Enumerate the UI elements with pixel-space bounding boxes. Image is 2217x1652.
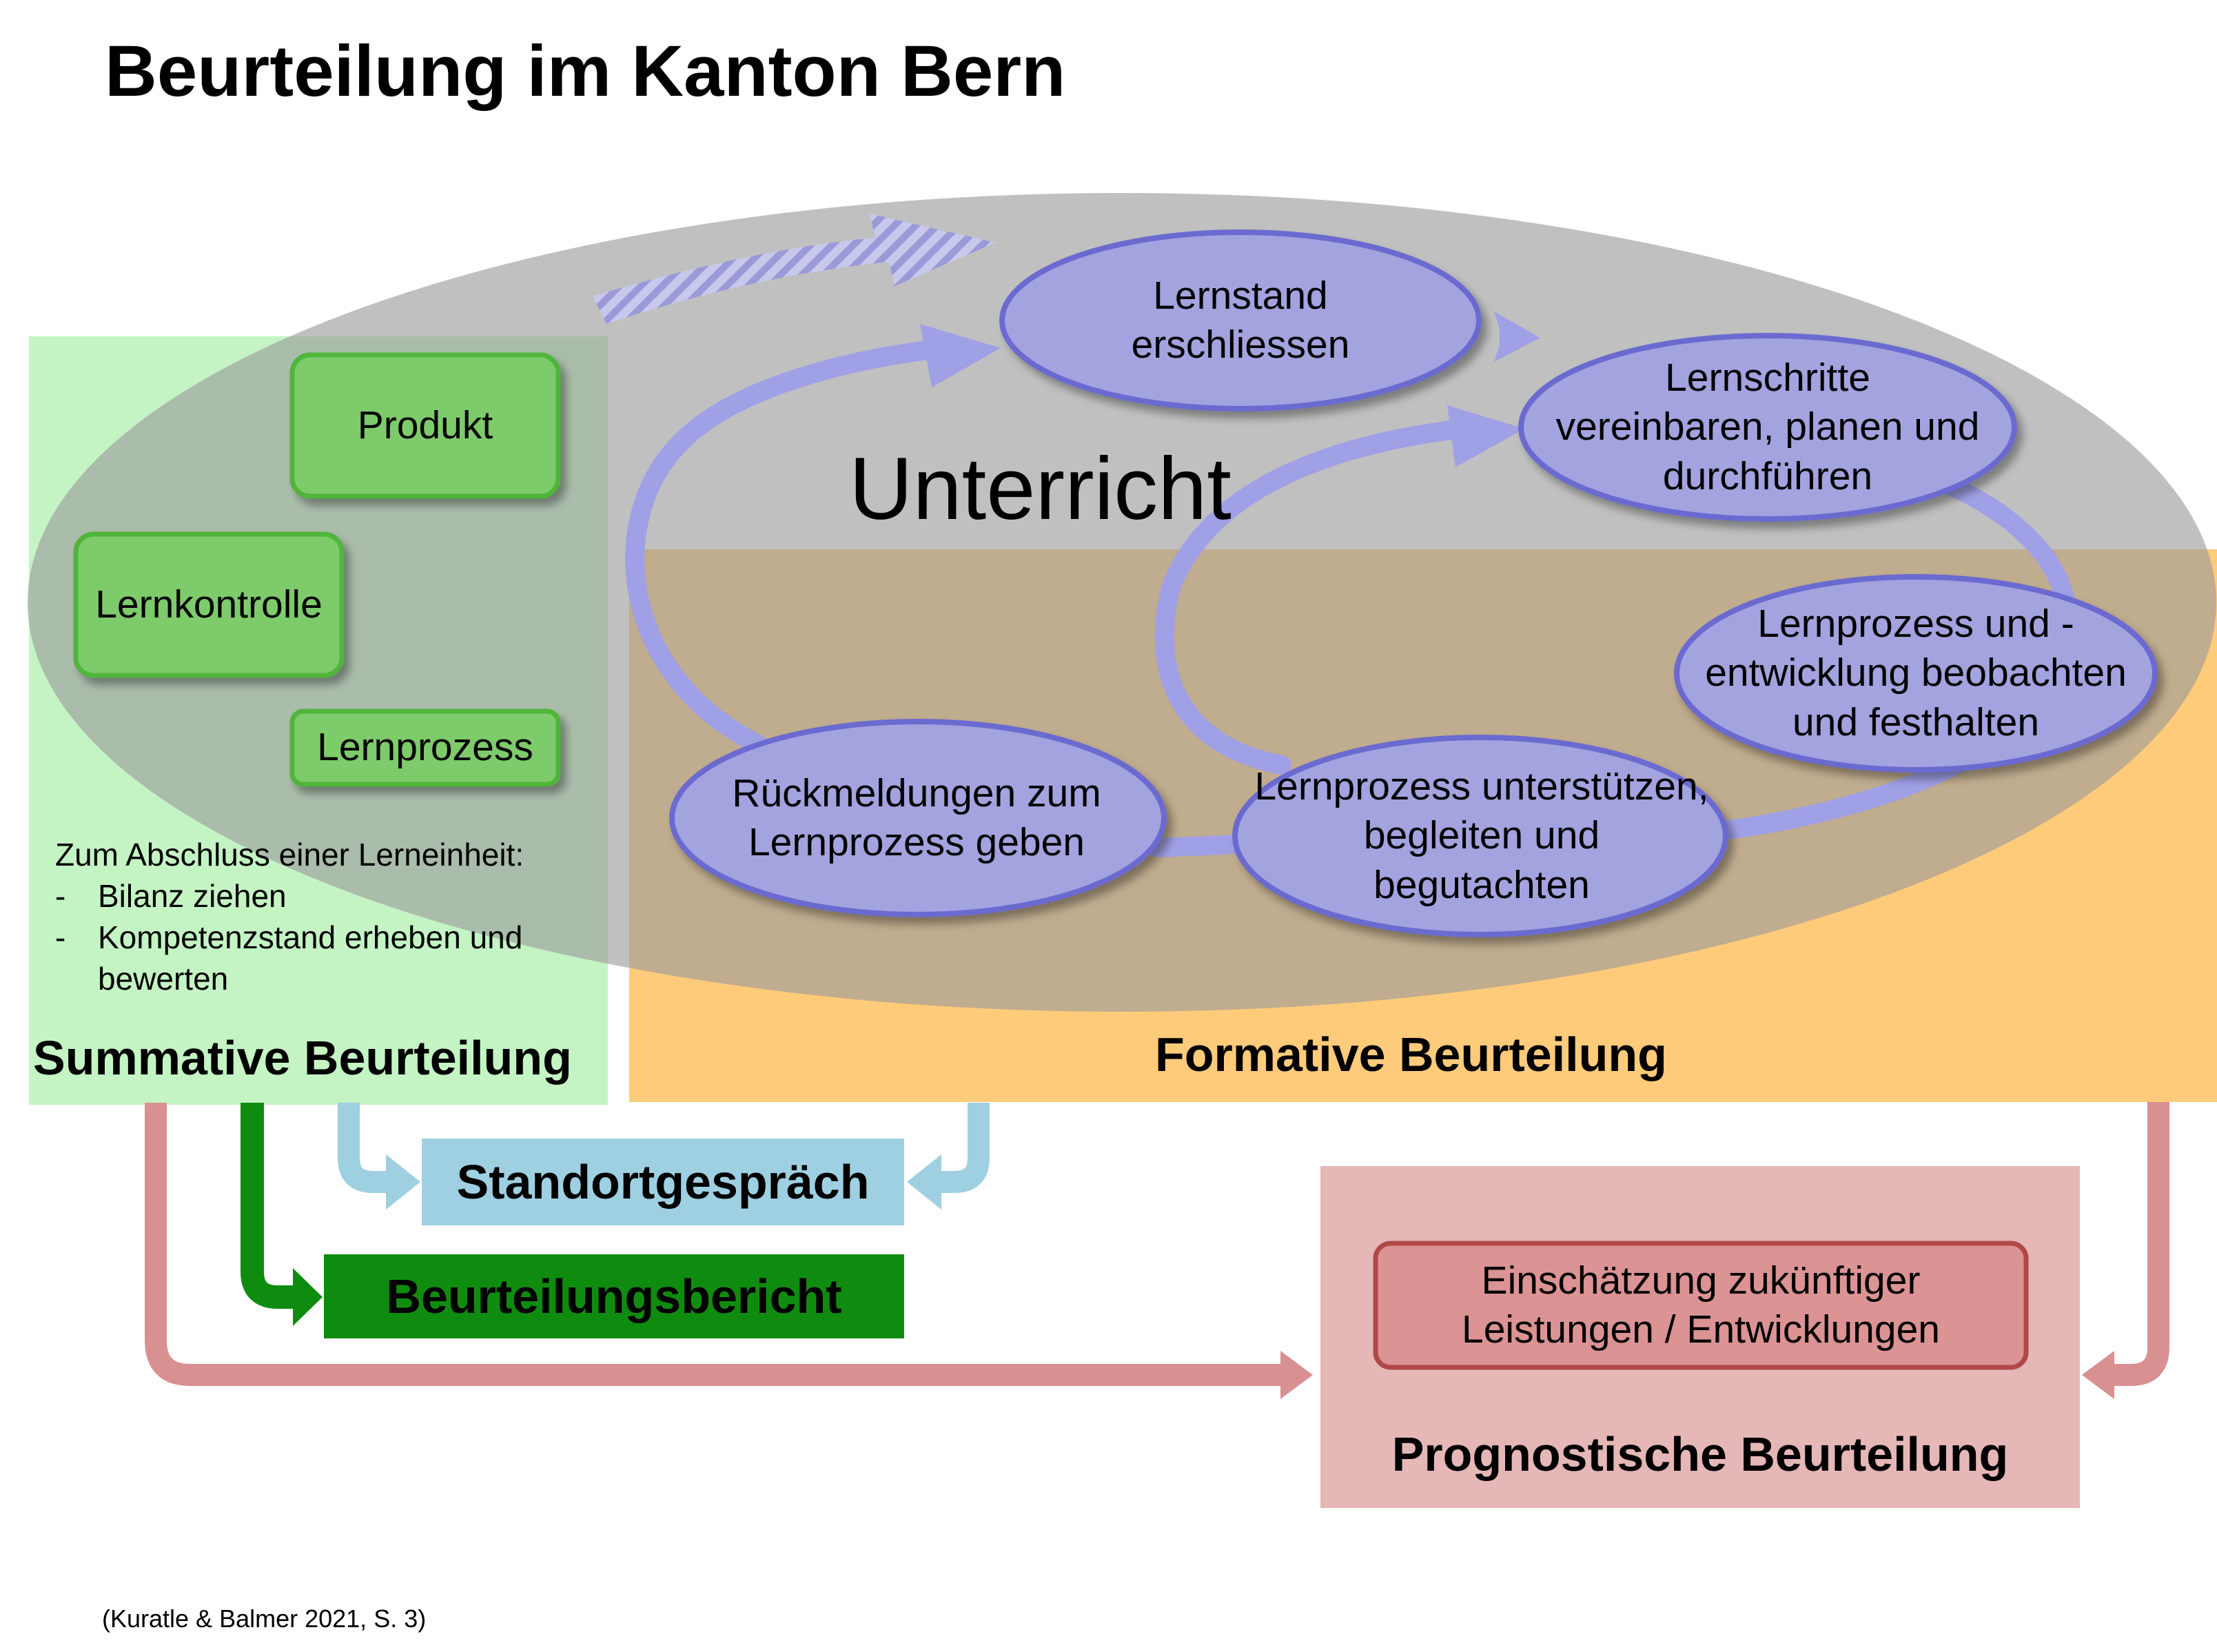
prognostic-arrow-right <box>2109 1102 2169 1386</box>
prognostic-arrowhead-right <box>2082 1351 2114 1399</box>
node-lernschritte <box>1518 333 2017 522</box>
hatched-arrow <box>593 214 996 324</box>
standort-arrowhead-left <box>386 1154 420 1210</box>
cycle-arrowhead-lernstand <box>920 324 1001 387</box>
bericht-box <box>324 1254 904 1338</box>
label-beobachten: Lernprozess und -entwicklung beobachten … <box>1705 602 2127 744</box>
notes-item: Kompetenzstand erheben und bewerten <box>55 917 622 999</box>
unterricht-label: Unterricht <box>849 440 1232 538</box>
cycle-arrow-bottom-link <box>1148 835 1250 857</box>
box-produkt <box>289 352 561 499</box>
label-lernstand: Lernstand erschliessen <box>1131 273 1350 367</box>
notes-list: Bilanz ziehen Kompetenzstand erheben und… <box>55 875 622 999</box>
label-lernprozess: Lernprozess <box>317 725 533 770</box>
bericht-arrowhead <box>293 1268 323 1326</box>
standort-arrow-left <box>338 1103 393 1193</box>
standort-box <box>422 1139 904 1225</box>
formative-title: Formative Beurteilung <box>1155 1028 1667 1081</box>
bericht-arrow <box>241 1103 296 1309</box>
standort-arrow-right <box>934 1103 990 1193</box>
box-lernprozess <box>289 708 561 787</box>
summative-notes: Zum Abschluss einer Lerneinheit: Bilanz … <box>55 834 622 999</box>
standort-arrows <box>338 1103 990 1193</box>
cycle-arrow-inner-loop <box>1154 418 1484 775</box>
prognostic-arrowhead-left <box>1280 1351 1313 1399</box>
bericht-label: Beurteilungsbericht <box>386 1269 842 1323</box>
node-beobachten <box>1674 574 2158 773</box>
source-citation: (Kuratle & Balmer 2021, S. 3) <box>102 1604 427 1633</box>
label-lernschritte: Lernschritte vereinbaren, planen und dur… <box>1555 356 1980 498</box>
notes-item: Bilanz ziehen <box>55 875 622 917</box>
node-unterstuetzen <box>1232 735 1728 937</box>
node-lernstand <box>999 230 1482 411</box>
cycle-arrowhead-small <box>1494 312 1540 362</box>
standort-arrowhead-right <box>907 1154 941 1210</box>
prognostic-arrows <box>145 1102 2169 1386</box>
cycle-arrowhead-lernschritte <box>1447 405 1524 467</box>
prognostic-arrow-left <box>145 1103 1282 1386</box>
prognostic-title: Prognostische Beurteilung <box>1391 1427 2009 1481</box>
label-lernkontrolle: Lernkontrolle <box>95 582 323 626</box>
standort-label: Standortgespräch <box>456 1155 870 1209</box>
prognostic-inner-label: Einschätzung zukünftiger Leistungen / En… <box>1462 1258 1940 1352</box>
cycle-arrow-left-loop <box>625 338 954 754</box>
label-rueckmeldungen: Rückmeldungen zum Lernprozess geben <box>732 771 1101 864</box>
node-rueckmeldungen <box>669 719 1167 917</box>
label-unterstuetzen: Lernprozess unterstützen, begleiten und … <box>1254 764 1709 907</box>
notes-heading: Zum Abschluss einer Lerneinheit: <box>55 837 524 873</box>
box-lernkontrolle <box>73 531 345 678</box>
page-title: Beurteilung im Kanton Bern <box>105 31 1066 112</box>
prognostic-inner-box <box>1373 1241 2029 1370</box>
label-produkt: Produkt <box>357 402 493 447</box>
summative-title: Summative Beurteilung <box>33 1031 572 1085</box>
